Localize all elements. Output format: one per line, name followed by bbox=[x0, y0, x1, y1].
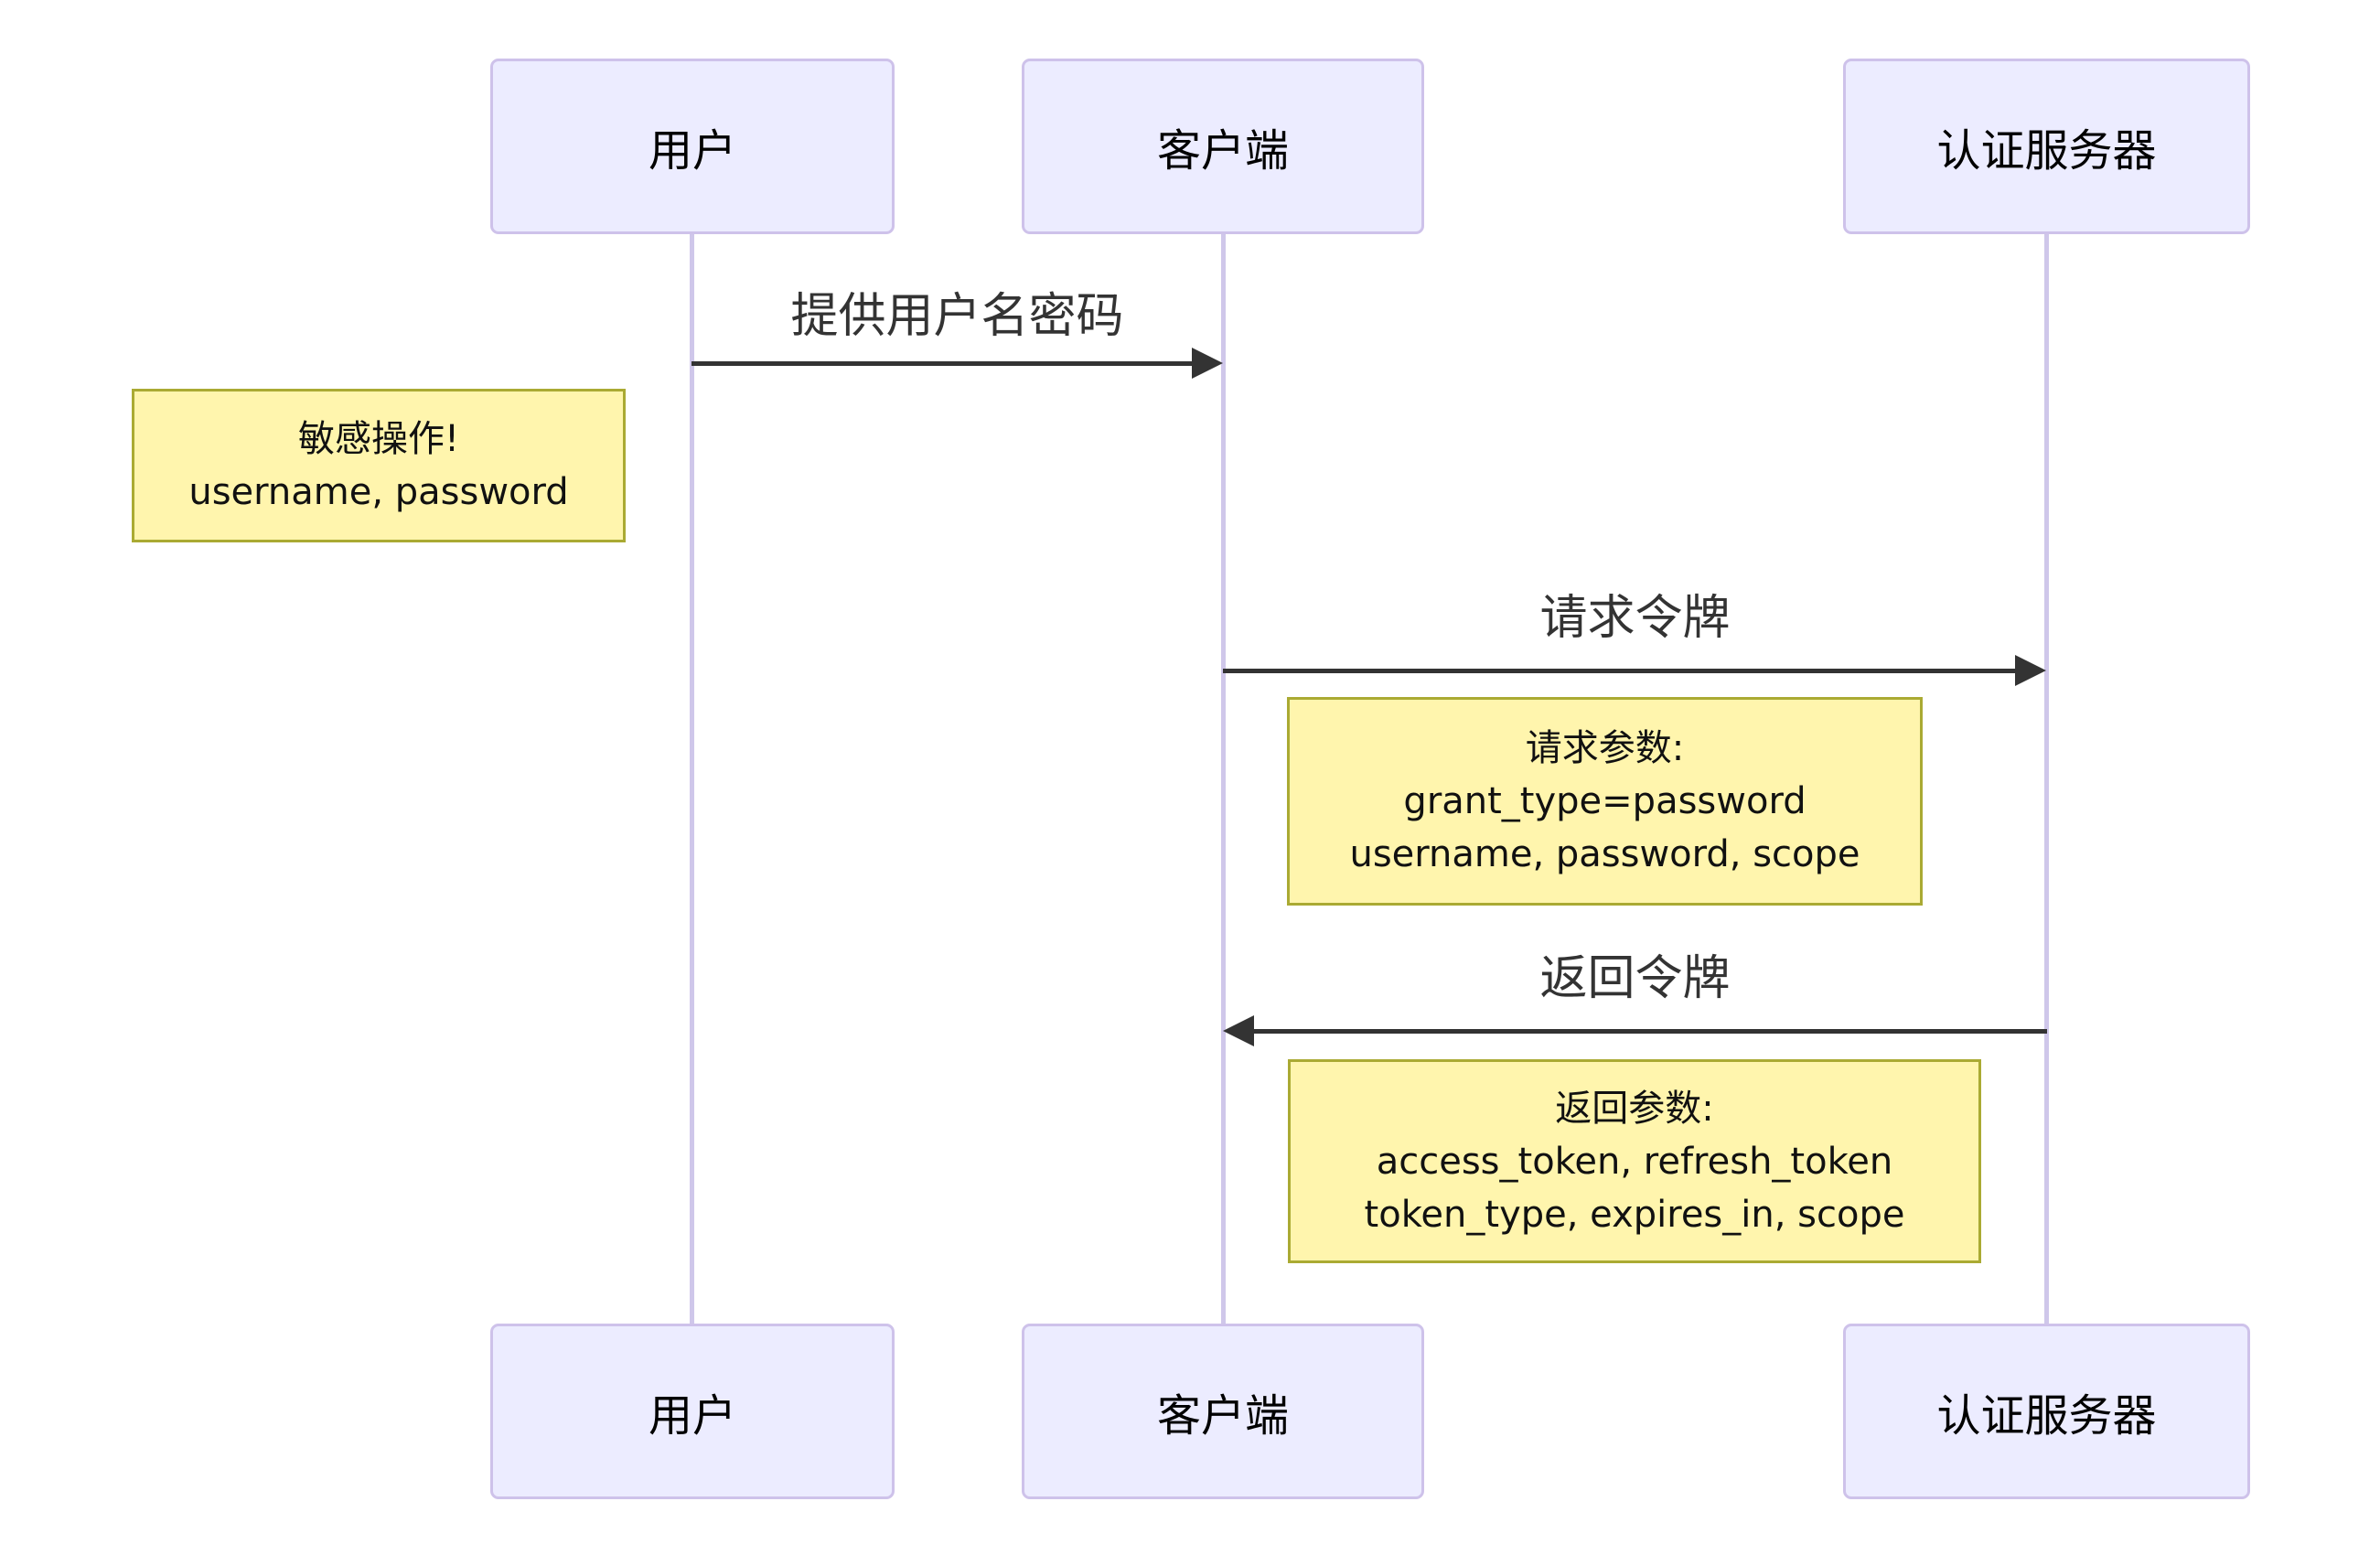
lifeline-auth-server bbox=[2044, 234, 2049, 1324]
actor-label-user: 用户 bbox=[648, 125, 736, 177]
lifeline-client bbox=[1221, 234, 1226, 1324]
note-line: 返回参数: bbox=[1555, 1087, 1714, 1130]
message-label-return-token: 返回令牌 bbox=[1539, 951, 1731, 1006]
arrowhead-right-icon bbox=[2015, 655, 2046, 686]
actor-box-auth-server-bottom: 认证服务器 bbox=[1843, 1324, 2250, 1499]
note-line: username, password bbox=[188, 471, 569, 513]
message-arrow-provide-credentials bbox=[691, 361, 1198, 366]
arrowhead-left-icon bbox=[1223, 1015, 1254, 1046]
actor-label-auth-server: 认证服务器 bbox=[1936, 125, 2157, 177]
actor-label-auth-server: 认证服务器 bbox=[1936, 1390, 2157, 1442]
note-return-parameters: 返回参数: access_token, refresh_token token_… bbox=[1288, 1059, 1981, 1263]
note-line: access_token, refresh_token bbox=[1376, 1140, 1893, 1183]
message-arrow-request-token bbox=[1223, 669, 2021, 673]
note-request-parameters: 请求参数: grant_type=password username, pass… bbox=[1287, 697, 1923, 906]
note-line: grant_type=password bbox=[1403, 780, 1806, 822]
message-arrow-return-token bbox=[1230, 1029, 2047, 1034]
message-label-request-token: 请求令牌 bbox=[1539, 591, 1731, 646]
actor-box-client-top: 客户端 bbox=[1022, 59, 1424, 234]
actor-box-client-bottom: 客户端 bbox=[1022, 1324, 1424, 1499]
note-sensitive-operation: 敏感操作! username, password bbox=[132, 389, 626, 542]
note-line: 请求参数: bbox=[1525, 727, 1685, 769]
lifeline-user bbox=[690, 234, 694, 1324]
actor-box-auth-server-top: 认证服务器 bbox=[1843, 59, 2250, 234]
note-line: 敏感操作! bbox=[297, 418, 460, 460]
actor-box-user-bottom: 用户 bbox=[490, 1324, 895, 1499]
arrowhead-right-icon bbox=[1192, 348, 1223, 379]
note-line: token_type, expires_in, scope bbox=[1364, 1193, 1905, 1236]
note-line: username, password, scope bbox=[1349, 833, 1860, 875]
actor-label-client: 客户端 bbox=[1156, 125, 1289, 177]
actor-label-user: 用户 bbox=[648, 1390, 736, 1442]
message-label-provide-credentials: 提供用户名密码 bbox=[790, 289, 1124, 344]
actor-label-client: 客户端 bbox=[1156, 1390, 1289, 1442]
actor-box-user-top: 用户 bbox=[490, 59, 895, 234]
